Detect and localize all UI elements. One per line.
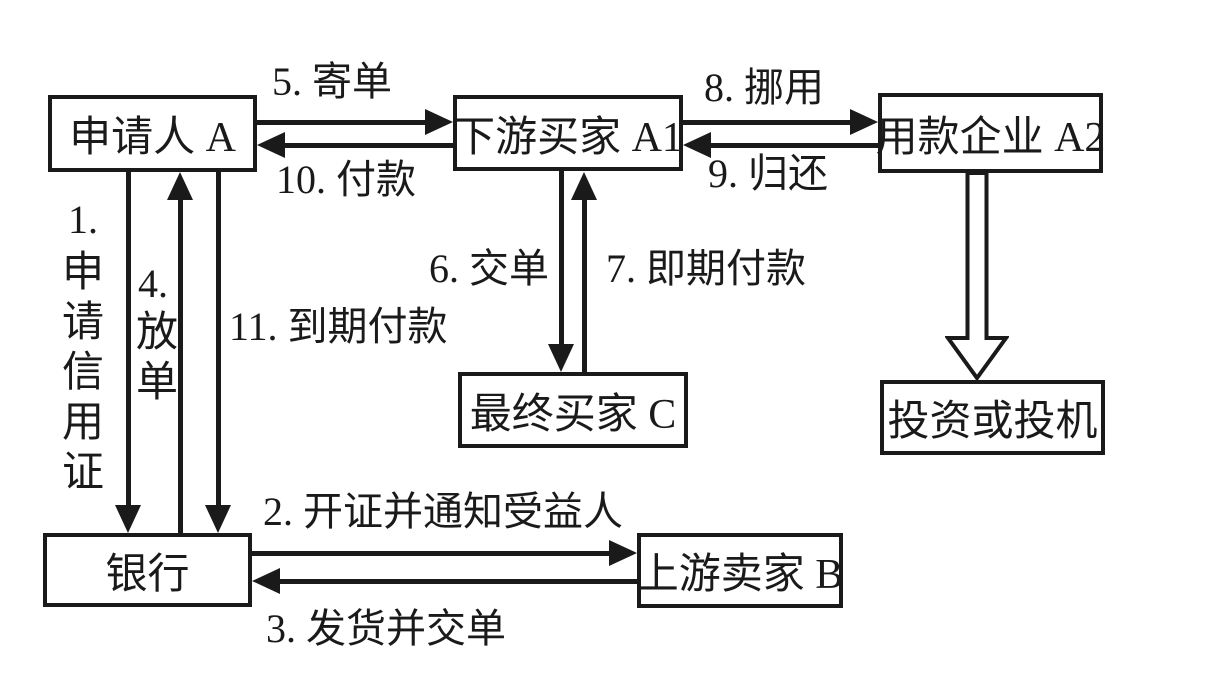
arrow-7-label: 7. 即期付款: [606, 246, 806, 291]
arrow-5-shaft: [257, 120, 425, 125]
arrow-4-label-vertical: 放单: [135, 310, 178, 406]
arrow-7-shaft: [582, 200, 587, 372]
node-investment: 投资或投机: [880, 380, 1105, 455]
arrow-2-head-right-icon: [609, 540, 637, 566]
arrow-1-head-down-icon: [115, 505, 141, 533]
arrow-10-label: 10. 付款: [276, 157, 416, 202]
arrow-11-shaft: [216, 172, 221, 505]
arrow-11-head-down-icon: [205, 505, 231, 533]
arrow-4-head-up-icon: [167, 172, 193, 200]
arrow-1-shaft: [126, 172, 131, 505]
arrow-8-head-right-icon: [850, 109, 878, 135]
arrow-9-label: 9. 归还: [708, 151, 828, 196]
arrow-11-label: 11. 到期付款: [229, 304, 448, 349]
arrow-10-head-left-icon: [257, 132, 285, 158]
arrow-3-shaft: [280, 579, 637, 584]
node-applicant-a: 申请人 A: [48, 95, 257, 172]
arrow-7-head-up-icon: [571, 172, 597, 200]
arrow-5-label: 5. 寄单: [272, 59, 392, 104]
hollow-arrow-a2-to-investment-icon: [945, 171, 1009, 381]
arrow-10-shaft: [285, 143, 453, 148]
arrow-8-label: 8. 挪用: [704, 65, 824, 110]
node-fund-user-a2: 用款企业 A2: [876, 93, 1105, 173]
node-downstream-buyer-a1: 下游买家 A1: [453, 95, 683, 171]
arrow-6-label: 6. 交单: [429, 246, 549, 291]
arrow-6-shaft: [559, 171, 564, 344]
arrow-8-shaft: [683, 120, 850, 125]
arrow-2-shaft: [252, 551, 609, 556]
arrow-2-label: 2. 开证并通知受益人: [263, 489, 623, 534]
arrow-1-number: 1.: [68, 197, 98, 242]
arrow-9-shaft: [711, 143, 878, 148]
arrow-4-shaft: [178, 200, 183, 533]
arrow-5-head-right-icon: [425, 109, 453, 135]
node-final-buyer-c: 最终买家 C: [458, 372, 688, 448]
arrow-3-head-left-icon: [252, 568, 280, 594]
arrow-9-head-left-icon: [683, 132, 711, 158]
arrow-1-label-vertical: 申请信用证: [61, 250, 104, 496]
arrow-3-label: 3. 发货并交单: [266, 606, 506, 651]
arrow-6-head-down-icon: [548, 344, 574, 372]
node-upstream-seller-b: 上游卖家 B: [637, 533, 843, 608]
node-bank: 银行: [43, 533, 252, 607]
arrow-4-number: 4.: [138, 261, 168, 306]
